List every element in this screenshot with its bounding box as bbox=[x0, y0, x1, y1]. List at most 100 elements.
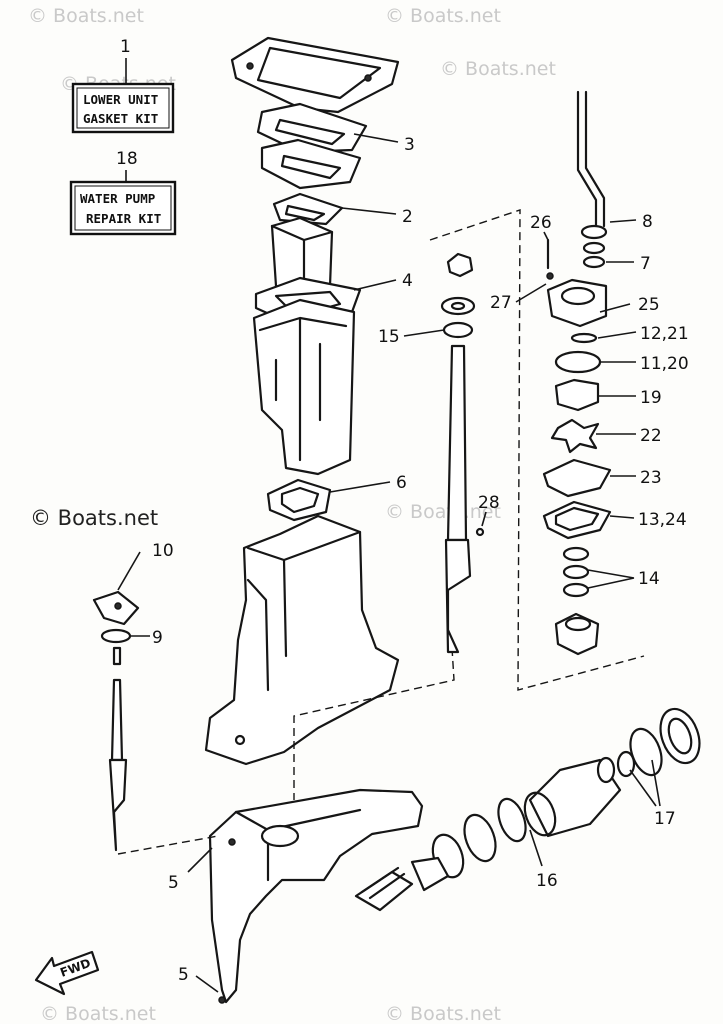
water-pump-kit-box-inner bbox=[74, 185, 172, 231]
drive-shaft-housing bbox=[204, 514, 400, 766]
housing-bolt-hole bbox=[234, 734, 246, 746]
callout-16: 16 bbox=[536, 871, 558, 891]
watermark-middle: © Boats.net bbox=[385, 501, 501, 523]
drive-shaft bbox=[446, 344, 468, 542]
leader-3 bbox=[353, 133, 399, 143]
grommet-8 bbox=[580, 224, 608, 240]
leader-8 bbox=[609, 219, 637, 223]
o-ring-9 bbox=[100, 628, 132, 644]
callout-5b: 5 bbox=[178, 965, 189, 985]
watermark-bottom-left: © Boats.net bbox=[40, 1003, 156, 1024]
gasket-6-inner bbox=[280, 486, 320, 514]
leader-10 bbox=[117, 551, 141, 591]
gasket-2-inner bbox=[284, 204, 326, 222]
leader-15 bbox=[403, 329, 445, 337]
callout-2: 2 bbox=[402, 207, 413, 227]
bearing-top bbox=[446, 252, 474, 278]
dash-shift-rod bbox=[117, 835, 219, 855]
gasket-6 bbox=[266, 478, 332, 522]
bearing-carrier-assembly bbox=[410, 707, 701, 892]
gasket-13-24-inner bbox=[554, 506, 600, 532]
drive-shaft-lower bbox=[444, 538, 472, 654]
gasket-kit-box-inner bbox=[76, 87, 170, 129]
leader-lines bbox=[117, 133, 661, 993]
leader-5b bbox=[195, 975, 219, 993]
cartridge-19 bbox=[554, 378, 600, 412]
housing-edges bbox=[246, 530, 362, 692]
leader-27 bbox=[515, 283, 547, 303]
watermark-upper-right: © Boats.net bbox=[440, 58, 556, 80]
leader-17 bbox=[629, 759, 661, 807]
gasket-3-inner bbox=[274, 118, 346, 146]
callout-17: 17 bbox=[654, 809, 676, 829]
dash-drive-shaft bbox=[293, 647, 455, 800]
assembly-lines bbox=[117, 209, 645, 855]
gearcase-drain-a bbox=[228, 838, 236, 846]
seal-17a bbox=[596, 756, 616, 784]
top-mount-plate-inner bbox=[256, 46, 382, 100]
callout-labels: 3 2 4 6 15 28 27 26 8 7 25 12,21 11,20 1… bbox=[152, 135, 689, 985]
o-ring-12-21 bbox=[570, 332, 598, 344]
gasket-kit-box bbox=[71, 82, 175, 134]
bearing-16c bbox=[497, 797, 527, 843]
seal-7 bbox=[582, 255, 606, 269]
impeller-22 bbox=[550, 418, 600, 454]
callout-14: 14 bbox=[638, 569, 660, 589]
water-pump-kit-line2: REPAIR KIT bbox=[86, 211, 161, 226]
exhaust-housing-details bbox=[258, 316, 348, 462]
top-plate-hole-b bbox=[364, 74, 372, 82]
seal-14b bbox=[562, 564, 590, 580]
water-tube bbox=[576, 90, 598, 228]
gasket-kit-line2: GASKET KIT bbox=[83, 111, 158, 126]
pump-base-top bbox=[564, 616, 592, 632]
leader-13-24 bbox=[609, 515, 635, 519]
exhaust-plate-inner bbox=[280, 154, 342, 180]
shift-rod-assembly bbox=[92, 590, 140, 852]
leader-25 bbox=[599, 303, 631, 313]
watermark-bottom-center: © Boats.net bbox=[385, 1003, 501, 1024]
gasket-2 bbox=[272, 192, 344, 226]
seal-14a bbox=[562, 546, 590, 562]
insert-11-20 bbox=[554, 350, 602, 374]
shift-bracket-hole bbox=[114, 602, 122, 610]
top-plate-hole-a bbox=[246, 62, 254, 70]
drive-shaft-assembly bbox=[440, 252, 485, 654]
pump-base bbox=[554, 612, 600, 656]
propeller-shaft-splines bbox=[360, 866, 406, 900]
gearcase bbox=[208, 788, 424, 1004]
leader-16 bbox=[529, 829, 543, 867]
watermark-left-dark: © Boats.net bbox=[30, 506, 158, 530]
leader-12-21 bbox=[597, 331, 637, 339]
bearing-carrier-face bbox=[523, 791, 557, 837]
callout-4: 4 bbox=[402, 271, 413, 291]
callout-8: 8 bbox=[642, 212, 653, 232]
callout-23: 23 bbox=[640, 468, 662, 488]
fwd-arrow-shape bbox=[34, 950, 100, 996]
callout-22: 22 bbox=[640, 426, 662, 446]
callout-18: 18 bbox=[116, 149, 138, 169]
callout-7: 7 bbox=[640, 254, 651, 274]
watermark-top-center: © Boats.net bbox=[385, 5, 501, 27]
water-tube-outer bbox=[584, 90, 606, 228]
leader-2 bbox=[341, 207, 397, 215]
gearcase-pinion-bore bbox=[260, 824, 300, 848]
leader-14 bbox=[587, 569, 635, 589]
seal-14c bbox=[562, 582, 590, 598]
top-mount-plate bbox=[230, 36, 400, 114]
pump-housing-top bbox=[560, 286, 596, 306]
callout-13-24: 13,24 bbox=[638, 510, 687, 530]
water-pump-kit-box bbox=[69, 180, 177, 236]
grommet-8b bbox=[582, 241, 606, 255]
dash-water-pump bbox=[429, 209, 645, 691]
water-pump-kit-label: 18 WATER PUMP REPAIR KIT bbox=[69, 149, 177, 236]
callout-27: 27 bbox=[490, 293, 512, 313]
callout-10: 10 bbox=[152, 541, 174, 561]
shift-rod bbox=[110, 678, 124, 762]
bolt-27 bbox=[546, 272, 554, 280]
pin-28 bbox=[475, 527, 485, 537]
upper-casing-stack bbox=[230, 36, 400, 522]
leader-4 bbox=[353, 279, 397, 291]
callout-25: 25 bbox=[638, 295, 660, 315]
bearing-carrier bbox=[528, 758, 622, 838]
